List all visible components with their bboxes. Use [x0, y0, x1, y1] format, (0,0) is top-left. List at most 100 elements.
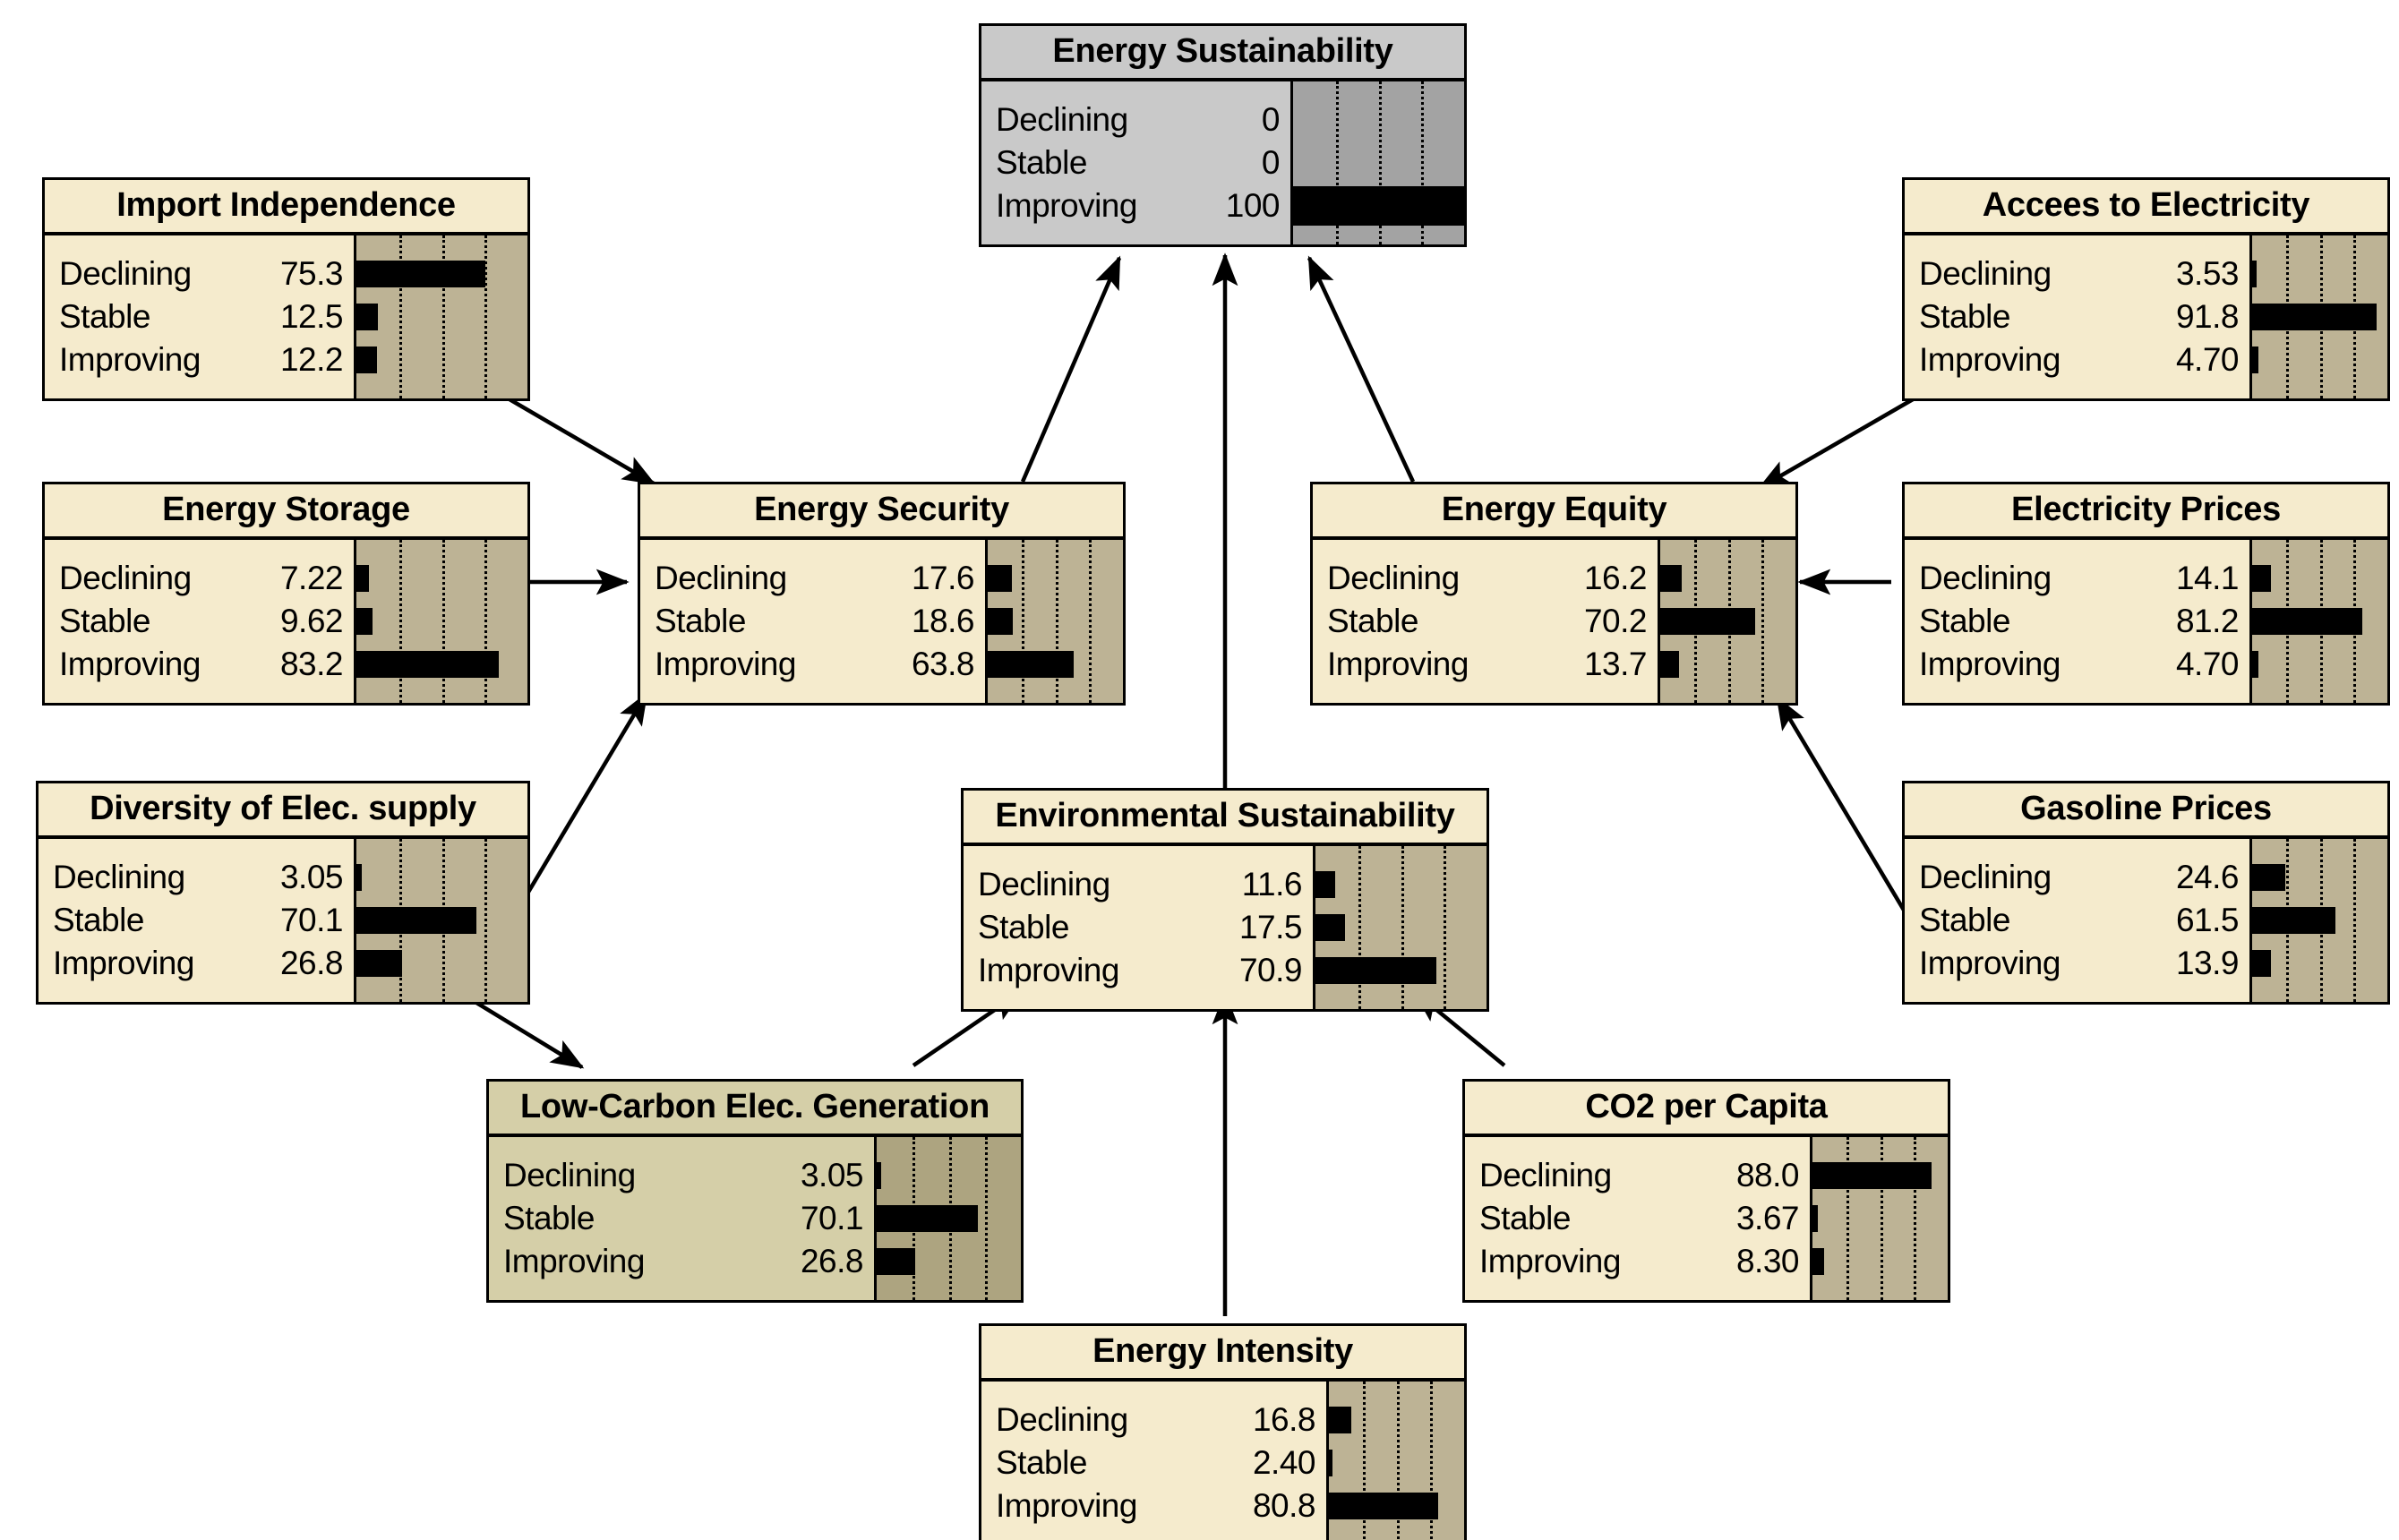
state-bar	[2252, 565, 2272, 592]
state-label: Improving	[53, 945, 194, 981]
state-bar	[877, 1205, 978, 1232]
state-label: Stable	[655, 603, 746, 639]
bar-gridline	[1358, 846, 1361, 1009]
state-probability-value: 70.9	[1238, 952, 1303, 988]
state-label: Declining	[1479, 1157, 1612, 1194]
state-probability-value: 70.1	[800, 1200, 864, 1236]
state-bar	[1660, 651, 1679, 678]
bar-gridline	[1335, 81, 1339, 244]
state-probability-value: 8.30	[1735, 1243, 1800, 1279]
bar-gridline	[1089, 540, 1092, 703]
state-probability-value: 83.2	[279, 646, 344, 682]
state-probability-value: 2.40	[1252, 1444, 1316, 1481]
state-bar	[2252, 907, 2335, 934]
state-bar-track	[2252, 295, 2387, 338]
bar-gridline	[441, 540, 445, 703]
state-bar-track	[1329, 1484, 1464, 1527]
node-title: Low-Carbon Elec. Generation	[489, 1082, 1021, 1137]
state-probability-value: 91.8	[2175, 298, 2240, 335]
state-probability-value: 4.70	[2175, 646, 2240, 682]
state-bar-track	[1315, 949, 1487, 992]
state-probability-value: 18.6	[911, 603, 975, 639]
state-bar-track	[356, 899, 527, 942]
state-bar-track	[1812, 1240, 1948, 1283]
state-label: Declining	[59, 255, 192, 292]
bar-gridline	[1396, 1382, 1400, 1540]
state-bar	[1293, 186, 1464, 226]
bar-gridline	[1761, 540, 1765, 703]
state-label: Declining	[996, 101, 1128, 138]
state-probability-value: 17.6	[911, 560, 975, 596]
node-title: Energy Sustainability	[981, 26, 1464, 81]
state-label: Stable	[503, 1200, 595, 1236]
state-bar-track	[2252, 600, 2387, 643]
node-title: Import Independence	[45, 180, 527, 235]
state-bar	[1812, 1205, 1818, 1232]
state-probability-value: 4.70	[2175, 341, 2240, 378]
bar-gridline	[1362, 1382, 1366, 1540]
state-label: Improving	[996, 187, 1137, 224]
state-bar-track	[356, 856, 527, 899]
state-probability-value: 7.22	[279, 560, 344, 596]
state-bar	[988, 608, 1014, 635]
state-bar	[2252, 651, 2259, 678]
state-bar-track	[356, 295, 527, 338]
state-probability-value: 13.9	[2175, 945, 2240, 981]
state-row: Stable 18.6	[640, 600, 985, 643]
state-label: Declining	[978, 866, 1110, 903]
state-bar-track	[988, 557, 1123, 600]
state-bar	[356, 346, 378, 373]
state-probability-value: 3.67	[1735, 1200, 1800, 1236]
state-bar-track	[1293, 141, 1464, 184]
state-bar	[1315, 957, 1437, 984]
state-bar	[356, 565, 369, 592]
node-title: Energy Storage	[45, 484, 527, 540]
state-probability-value: 13.7	[1583, 646, 1648, 682]
state-bar	[877, 1162, 881, 1189]
state-label: Declining	[1327, 560, 1460, 596]
state-bar	[2252, 950, 2271, 977]
state-row: Stable 3.67	[1465, 1197, 1810, 1240]
state-bar-track	[1660, 557, 1795, 600]
state-probability-value: 70.2	[1583, 603, 1648, 639]
state-bar	[356, 261, 485, 287]
bar-gridline	[1914, 1137, 1917, 1300]
node-title: Gasoline Prices	[1905, 783, 2387, 839]
state-bar-track	[1660, 643, 1795, 686]
state-bar	[1315, 871, 1336, 898]
state-bar-track	[356, 600, 527, 643]
state-probability-value: 9.62	[279, 603, 344, 639]
state-label: Stable	[1919, 603, 2010, 639]
state-bar-track	[2252, 338, 2387, 381]
bar-gridline	[984, 1137, 988, 1300]
state-label: Declining	[1919, 255, 2052, 292]
node-title: Electricity Prices	[1905, 484, 2387, 540]
state-label: Stable	[1479, 1200, 1571, 1236]
state-bar	[1329, 1450, 1332, 1476]
